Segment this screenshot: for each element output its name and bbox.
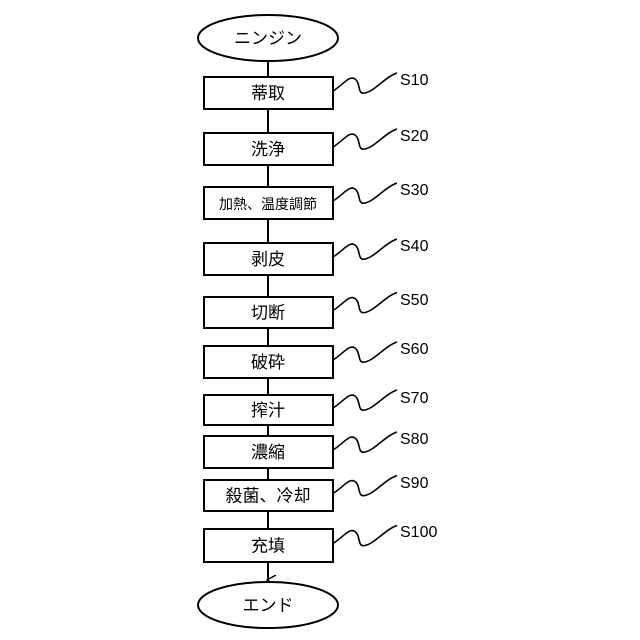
reference-leader bbox=[333, 239, 397, 259]
reference-leader bbox=[333, 390, 397, 410]
step-label: 濃縮 bbox=[251, 443, 285, 463]
step-code: S90 bbox=[400, 475, 429, 492]
end-label: エンド bbox=[243, 596, 294, 616]
step-label: 蒂取 bbox=[251, 84, 285, 104]
step-label: 剥皮 bbox=[251, 250, 285, 270]
reference-leader bbox=[333, 342, 397, 362]
step-label: 殺菌、冷却 bbox=[226, 487, 311, 507]
step-code: S30 bbox=[400, 182, 429, 199]
step-code: S10 bbox=[400, 72, 429, 89]
step-label: 充填 bbox=[251, 537, 285, 557]
step-code: S60 bbox=[400, 341, 429, 358]
reference-leader bbox=[333, 129, 397, 149]
reference-leader bbox=[333, 432, 397, 452]
reference-leader bbox=[333, 526, 397, 546]
step-label: 破砕 bbox=[251, 353, 285, 373]
step-label: 切断 bbox=[251, 304, 285, 324]
step-code: S70 bbox=[400, 390, 429, 407]
step-label: 搾汁 bbox=[251, 401, 285, 421]
step-code: S50 bbox=[400, 292, 429, 309]
step-code: S100 bbox=[400, 524, 437, 541]
step-code: S20 bbox=[400, 128, 429, 145]
reference-leader bbox=[333, 476, 397, 496]
step-code: S80 bbox=[400, 431, 429, 448]
reference-leader bbox=[333, 73, 397, 93]
step-code: S40 bbox=[400, 238, 429, 255]
start-label: ニンジン bbox=[234, 29, 302, 49]
step-label: 加熱、温度調節 bbox=[219, 196, 317, 213]
step-label: 洗浄 bbox=[251, 140, 285, 160]
reference-leader bbox=[333, 293, 397, 313]
reference-leader bbox=[333, 183, 397, 203]
